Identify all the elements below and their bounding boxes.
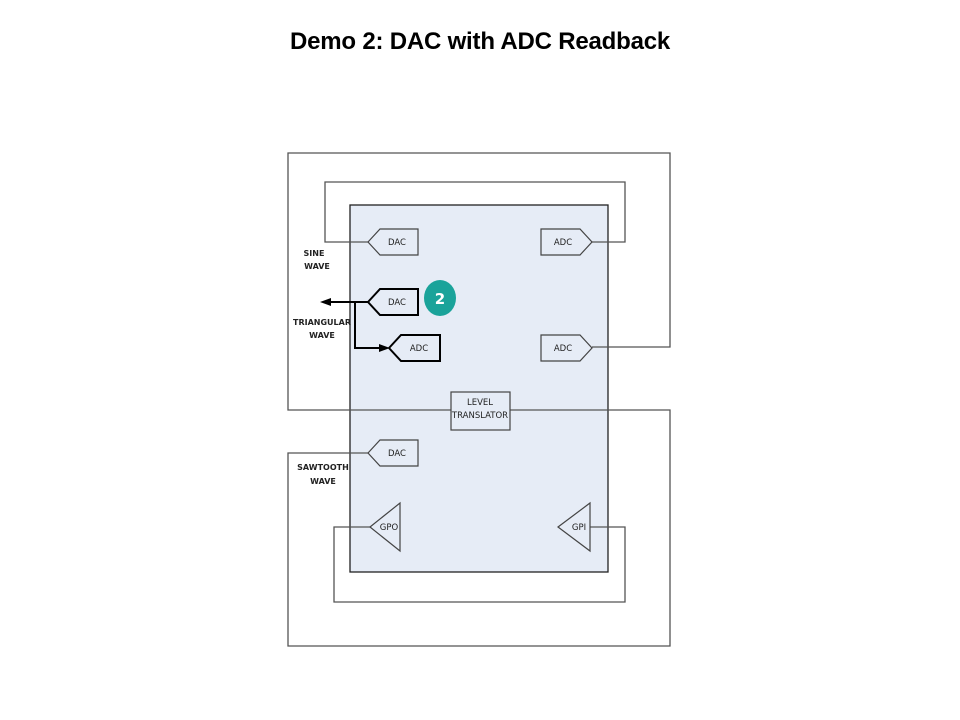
gpio-loop-wire: [333, 526, 626, 603]
svg-text:ADC: ADC: [554, 344, 572, 354]
dac-triangular-block: DAC: [366, 288, 419, 316]
outer-top-wire: [287, 152, 671, 411]
svg-text:TRANSLATOR: TRANSLATOR: [451, 411, 508, 421]
svg-text:LEVEL: LEVEL: [467, 398, 493, 408]
triangular-readback-wire: [354, 302, 380, 349]
triangular-wave-label-2: WAVE: [309, 331, 335, 340]
gpo-buffer: GPO: [369, 501, 401, 553]
level-translator-block: LEVEL TRANSLATOR: [450, 391, 511, 431]
adc-triangular-block: ADC: [387, 334, 441, 362]
slide-title: Demo 2: DAC with ADC Readback: [289, 28, 671, 55]
sine-loop-wire: [324, 181, 626, 243]
gpi-buffer: GPI: [557, 501, 591, 553]
adc-top-block: ADC: [540, 228, 593, 256]
sawtooth-wave-label: SAWTOOTH: [297, 463, 349, 472]
svg-text:ADC: ADC: [410, 344, 428, 354]
svg-text:DAC: DAC: [388, 298, 406, 308]
svg-text:DAC: DAC: [388, 238, 406, 248]
sawtooth-wave-label-2: WAVE: [310, 477, 336, 486]
svg-text:DAC: DAC: [388, 449, 406, 459]
sine-wave-label: SINE: [304, 249, 325, 258]
sine-wave-label-2: WAVE: [304, 262, 330, 271]
sawtooth-loop-wire: [287, 409, 671, 647]
step-badge: 2: [424, 280, 456, 316]
arrow-left-icon: [320, 298, 331, 306]
arrow-right-icon: [379, 344, 390, 352]
svg-text:GPI: GPI: [572, 523, 586, 533]
svg-text:2: 2: [435, 290, 445, 308]
svg-text:ADC: ADC: [554, 238, 572, 248]
adc-right-block: ADC: [540, 334, 593, 362]
triangular-wave-label: TRIANGULAR: [293, 318, 351, 327]
dac-sawtooth-block: DAC: [367, 439, 419, 467]
svg-text:GPO: GPO: [380, 523, 399, 533]
dac-sine-block: DAC: [367, 228, 419, 256]
